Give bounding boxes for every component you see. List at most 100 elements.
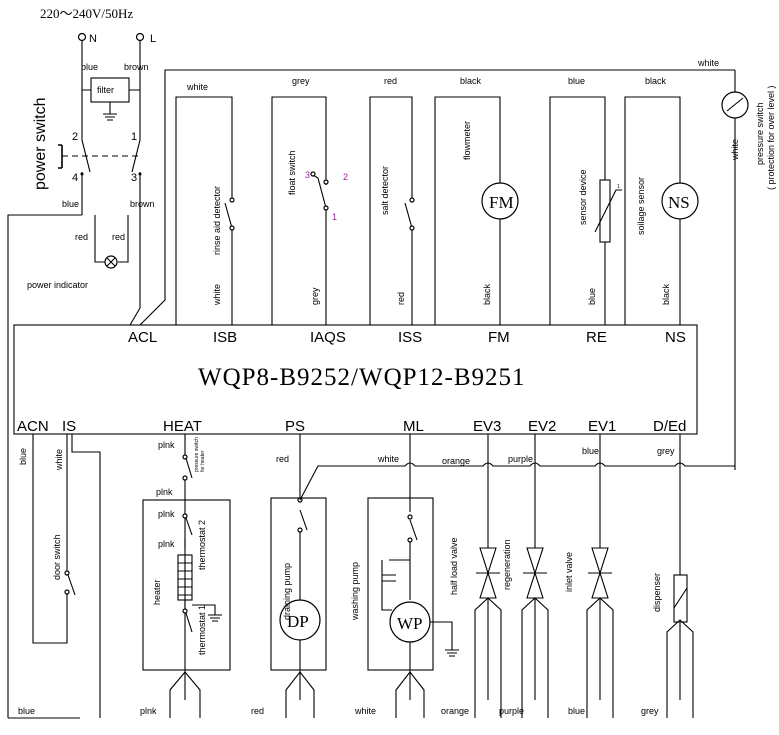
draining-pump-label: draining pump (282, 563, 292, 620)
washing-pump-label: washing pump (350, 562, 360, 621)
switch-pin-1: 1 (131, 131, 137, 143)
wire-label-blue-2: blue (62, 199, 79, 209)
wire-label-white-isb: white (186, 82, 208, 92)
wire-label-black-ns: black (645, 76, 667, 86)
pin-re: RE (586, 329, 607, 346)
filter-label: filter (97, 85, 114, 95)
wire-label-black-fm: black (460, 76, 482, 86)
wire-label-pink-3: plnk (158, 509, 175, 519)
wire-label-white-ml: white (377, 454, 399, 464)
pressure-switch-label: pressure switch (755, 102, 765, 165)
pin-ns: NS (665, 329, 686, 346)
controller-board (13, 324, 698, 435)
pin-iss: ISS (398, 329, 422, 346)
wire-label-orange-ev3: orange (442, 456, 470, 466)
wire-label-blue-bottom: blue (18, 706, 35, 716)
draining-pump-symbol-label: DP (287, 612, 309, 631)
pin-ev2: EV2 (528, 418, 556, 435)
live-terminal (135, 32, 145, 42)
wire-label-white-ps: white (730, 139, 740, 161)
float-pin-3: 3 (305, 170, 310, 180)
ps-heater-note-2: for heater (200, 450, 206, 472)
washing-pump-enclosure (367, 497, 434, 671)
wire-label-red-salt: red (396, 292, 406, 305)
float-switch-label: float switch (287, 150, 297, 195)
sensor-device-label: sensor device (578, 169, 588, 225)
pin-acn: ACN (17, 418, 49, 435)
pin-iaqs: IAQS (310, 329, 346, 346)
wire-label-white-top: white (697, 58, 719, 68)
wire-label-pink-4: plnk (158, 539, 175, 549)
pin-ps: PS (285, 418, 305, 435)
flowmeter-symbol-label: FM (489, 193, 514, 212)
heater-enclosure (142, 499, 231, 671)
wire-label-orange-bottom: orange (441, 706, 469, 716)
wire-label-red-iss: red (384, 76, 397, 86)
pin-ev3: EV3 (473, 418, 501, 435)
switch-pin-3: 3 (131, 172, 137, 184)
soilage-symbol-label: NS (668, 193, 690, 212)
pin-acl: ACL (128, 329, 157, 346)
pin-fm: FM (488, 329, 510, 346)
regeneration-label: regeneration (502, 539, 512, 590)
thermostat-1-label: thermostat 1 (197, 605, 207, 655)
flowmeter-label: flowmeter (462, 121, 472, 160)
inlet-valve-symbol (591, 547, 609, 599)
float-pin-1: 1 (332, 212, 337, 222)
ps-heater-note-1: pressure switch (194, 437, 200, 472)
neutral-terminal (77, 32, 87, 42)
washing-pump-symbol-label: WP (397, 614, 423, 633)
wire-label-pink-1: plnk (158, 440, 175, 450)
wire-label-red-1: red (75, 232, 88, 242)
neutral-label: N (89, 33, 97, 45)
power-indicator-label: power indicator (27, 280, 88, 290)
soilage-sensor-label: soilage sensor (636, 177, 646, 235)
salt-detector-label: salt detector (380, 166, 390, 215)
soilage-sensor-symbol (661, 182, 699, 220)
wire-label-grey-bottom: grey (641, 706, 659, 716)
draining-pump-enclosure (270, 497, 327, 671)
rinse-aid-detector-label: rinse aid detector (212, 186, 222, 255)
wire-label-pink-bottom: plnk (140, 706, 157, 716)
half-load-valve-symbol (479, 547, 497, 599)
wire-label-black-flow: black (482, 283, 492, 305)
power-switch-label: power switch (32, 98, 49, 190)
wire-label-grey-float: grey (310, 287, 320, 305)
wire-label-red-bottom: red (251, 706, 264, 716)
regeneration-valve-symbol (526, 547, 544, 599)
wire-label-brown: brown (124, 62, 149, 72)
heater-label: heater (152, 579, 162, 605)
wire-label-white-bottom: white (354, 706, 376, 716)
flowmeter-symbol (481, 182, 519, 220)
float-pin-2: 2 (343, 172, 348, 182)
wire-label-red-ps: red (276, 454, 289, 464)
half-load-valve-label: half load valve (449, 537, 459, 595)
controller-model: WQP8-B9252/WQP12-B9251 (198, 364, 526, 391)
pin-ev1: EV1 (588, 418, 616, 435)
wire-label-grey-ded: grey (657, 446, 675, 456)
wire-label-grey-iaqs: grey (292, 76, 310, 86)
dispenser-symbol (673, 574, 688, 623)
wire-label-brown-2: brown (130, 199, 155, 209)
wire-label-blue-acn: blue (18, 448, 28, 465)
inlet-valve-label: inlet valve (564, 552, 574, 592)
door-switch-label: door switch (52, 534, 62, 580)
supply-voltage: 220～240V/50Hz (40, 6, 133, 21)
dispenser-label: dispenser (652, 573, 662, 612)
wire-label-blue: blue (81, 62, 98, 72)
pin-heat: HEAT (163, 418, 202, 435)
sensor-pin-label: 1 (617, 184, 620, 190)
wire-label-purple-bottom: purple (499, 706, 524, 716)
wire-label-purple-ev2: purple (508, 454, 533, 464)
wire-label-blue-sensor: blue (587, 288, 597, 305)
switch-pin-2: 2 (72, 131, 78, 143)
pin-ded: D/Ed (653, 418, 686, 435)
wire-label-blue-bottom-2: blue (568, 706, 585, 716)
sensor-device-symbol (599, 179, 611, 243)
wire-label-blue-ev1: blue (582, 446, 599, 456)
wire-label-white-is: white (54, 449, 64, 471)
pin-is: IS (62, 418, 76, 435)
pressure-switch-note: ( protection for over level ) (766, 85, 776, 190)
